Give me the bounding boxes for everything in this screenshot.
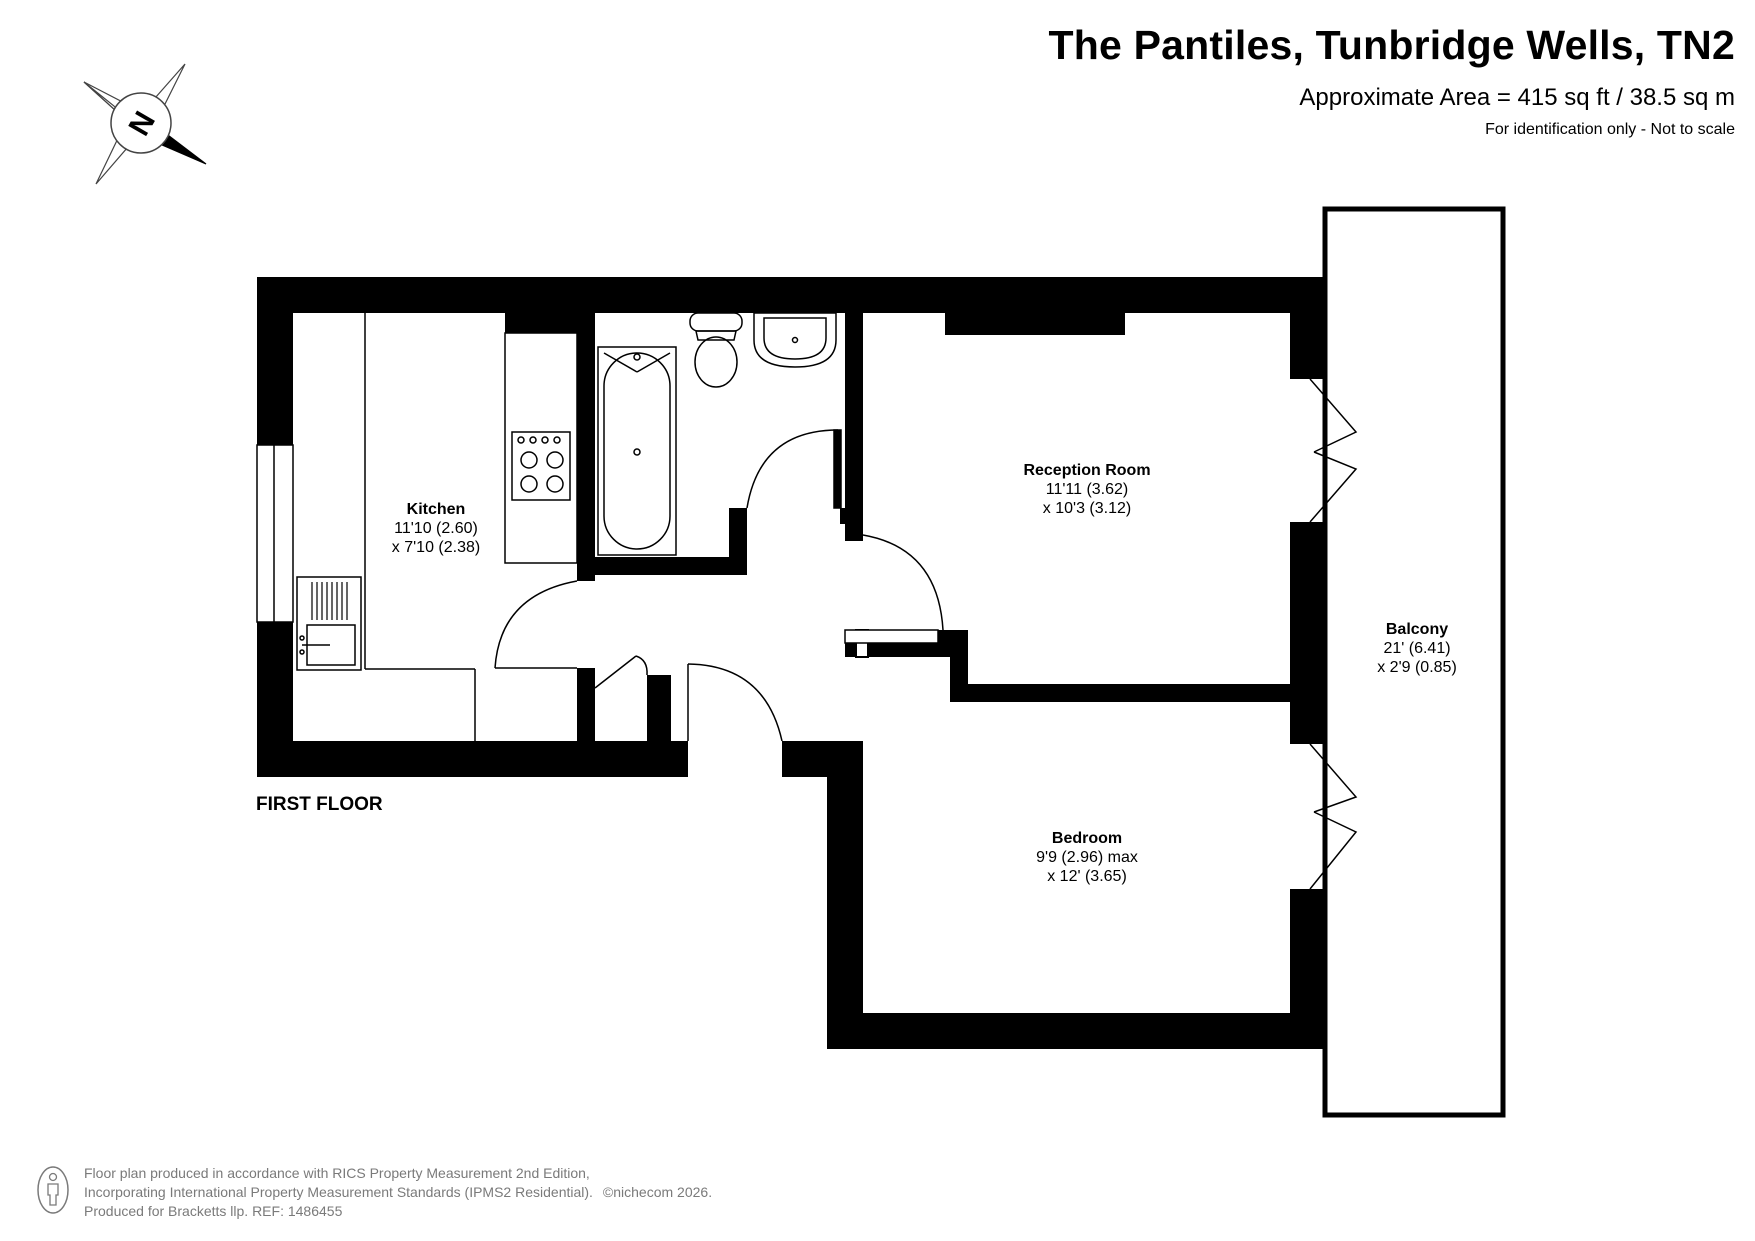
walls xyxy=(257,277,1327,1049)
floor-label: FIRST FLOOR xyxy=(256,794,383,815)
compass-north-icon: N xyxy=(83,63,207,185)
bath-icon xyxy=(597,346,677,556)
room-dimension: 21' (6.41) xyxy=(1383,640,1451,657)
basin-icon xyxy=(753,312,837,368)
copyright: ©nichecom 2026. xyxy=(602,1184,713,1200)
room-dimension: x 2'9 (0.85) xyxy=(1377,659,1457,676)
footer-line: Incorporating International Property Mea… xyxy=(84,1183,712,1202)
room-dimension: x 7'10 (2.38) xyxy=(391,539,481,556)
sink-icon xyxy=(296,576,362,671)
room-dimension: 9'9 (2.96) max xyxy=(1036,849,1138,866)
room-name: Balcony xyxy=(1385,621,1449,638)
room-name: Reception Room xyxy=(1023,462,1151,479)
room-balcony: Balcony 21' (6.41) x 2'9 (0.85) xyxy=(1377,620,1457,677)
room-dimension: x 12' (3.65) xyxy=(1047,868,1127,885)
approximate-area: Approximate Area = 415 sq ft / 38.5 sq m xyxy=(1299,84,1735,111)
person-icon xyxy=(37,1166,69,1214)
room-dimension: x 10'3 (3.12) xyxy=(1042,500,1132,517)
room-reception: Reception Room 11'11 (3.62) x 10'3 (3.12… xyxy=(1023,461,1150,518)
footer-text: Floor plan produced in accordance with R… xyxy=(84,1164,712,1221)
footer-line: Floor plan produced in accordance with R… xyxy=(84,1165,590,1181)
kitchen-window xyxy=(256,444,294,623)
doors xyxy=(494,378,1358,890)
room-name: Kitchen xyxy=(406,501,466,518)
toilet-icon xyxy=(689,312,743,388)
balcony-outline xyxy=(1322,206,1506,1118)
plan-title: The Pantiles, Tunbridge Wells, TN2 xyxy=(1048,22,1735,68)
footer-line-text: Incorporating International Property Mea… xyxy=(84,1184,593,1200)
room-kitchen: Kitchen 11'10 (2.60) x 7'10 (2.38) xyxy=(392,500,480,557)
room-name: Bedroom xyxy=(1051,830,1123,847)
scale-note: For identification only - Not to scale xyxy=(1485,121,1735,138)
room-dimension: 11'11 (3.62) xyxy=(1045,481,1129,498)
room-bedroom: Bedroom 9'9 (2.96) max x 12' (3.65) xyxy=(1036,829,1138,886)
hob-icon xyxy=(511,431,571,501)
footer-line: Produced for Bracketts llp. REF: 1486455 xyxy=(84,1203,343,1219)
room-dimension: 11'10 (2.60) xyxy=(394,520,478,537)
kitchen-worktop xyxy=(364,313,578,741)
